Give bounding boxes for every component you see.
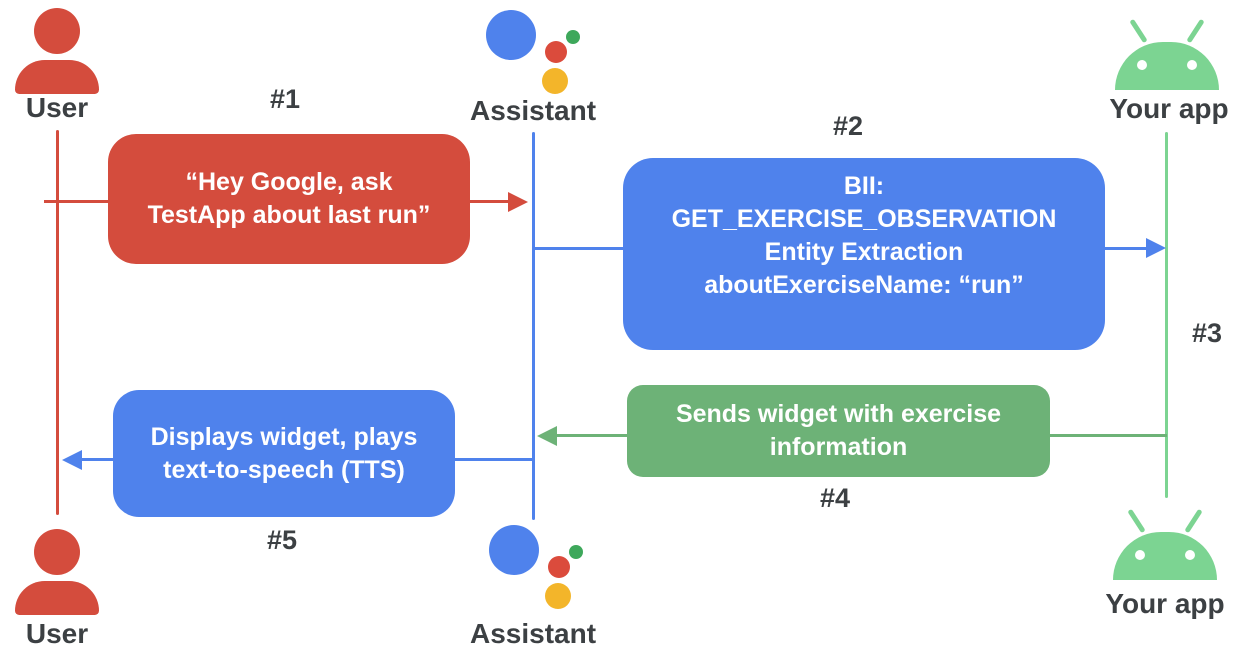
message-box-step1: “Hey Google, ask TestApp about last run”	[108, 134, 470, 264]
user-icon	[15, 8, 99, 94]
assistant-green-dot	[569, 545, 583, 559]
user-icon	[15, 529, 99, 615]
message-line: information	[769, 433, 908, 461]
actor-label-app-bottom: Your app	[1105, 588, 1225, 619]
message-line: BII:	[843, 172, 885, 200]
assistant-blue-circle	[489, 525, 539, 575]
message-box-step4: Sends widget with exercise information	[627, 385, 1050, 477]
message-line: text-to-speech (TTS)	[163, 455, 405, 484]
google-assistant-icon	[489, 525, 584, 615]
app-lifeline	[1165, 132, 1168, 498]
assistant-yellow-circle	[542, 68, 568, 94]
arrowhead-step1-right	[508, 192, 528, 212]
actor-label-user-bottom: User	[25, 618, 89, 649]
arrowhead-step4-left	[537, 426, 557, 446]
android-eye-left	[1135, 550, 1145, 560]
assistant-yellow-circle	[545, 583, 571, 609]
android-antenna-right	[1186, 18, 1205, 44]
android-eye-right	[1185, 550, 1195, 560]
android-antenna-left	[1129, 18, 1148, 44]
android-robot-icon	[1113, 506, 1217, 580]
actor-label-assistant-top: Assistant	[469, 95, 597, 126]
google-assistant-icon	[486, 10, 581, 100]
android-eye-left	[1137, 60, 1147, 70]
android-head-dome	[1115, 42, 1219, 90]
message-line: aboutExerciseName: “run”	[704, 271, 1024, 299]
person-body	[15, 581, 99, 615]
step-label-3: #3	[1191, 318, 1223, 348]
user-lifeline	[56, 130, 59, 515]
assistant-lifeline	[532, 132, 535, 520]
android-robot-icon	[1115, 16, 1219, 90]
person-head	[34, 529, 80, 575]
step-label-2: #2	[832, 111, 864, 141]
assistant-red-circle	[545, 41, 567, 63]
person-body	[15, 60, 99, 94]
person-head	[34, 8, 80, 54]
arrowhead-step5-left	[62, 450, 82, 470]
message-line: Entity Extraction	[764, 238, 964, 266]
assistant-red-circle	[548, 556, 570, 578]
android-head-dome	[1113, 532, 1217, 580]
message-line: Sends widget with exercise	[675, 400, 1002, 428]
step-label-1: #1	[269, 84, 301, 114]
message-line: TestApp about last run”	[147, 201, 431, 229]
android-antenna-left	[1127, 508, 1146, 534]
assistant-blue-circle	[486, 10, 536, 60]
android-antenna-right	[1184, 508, 1203, 534]
message-box-step5: Displays widget, plays text-to-speech (T…	[113, 390, 455, 517]
message-line: “Hey Google, ask	[185, 168, 393, 196]
android-eye-right	[1187, 60, 1197, 70]
assistant-green-dot	[566, 30, 580, 44]
message-line: Displays widget, plays	[150, 422, 418, 451]
arrowhead-step2-right	[1146, 238, 1166, 258]
message-line: GET_EXERCISE_OBSERVATION	[671, 205, 1057, 233]
message-box-step2: BII: GET_EXERCISE_OBSERVATION Entity Ext…	[623, 158, 1105, 350]
step-label-4: #4	[819, 483, 851, 513]
actor-label-user-top: User	[25, 92, 89, 123]
actor-label-app-top: Your app	[1109, 93, 1229, 124]
step-label-5: #5	[266, 525, 298, 555]
actor-label-assistant-bottom: Assistant	[469, 618, 597, 649]
